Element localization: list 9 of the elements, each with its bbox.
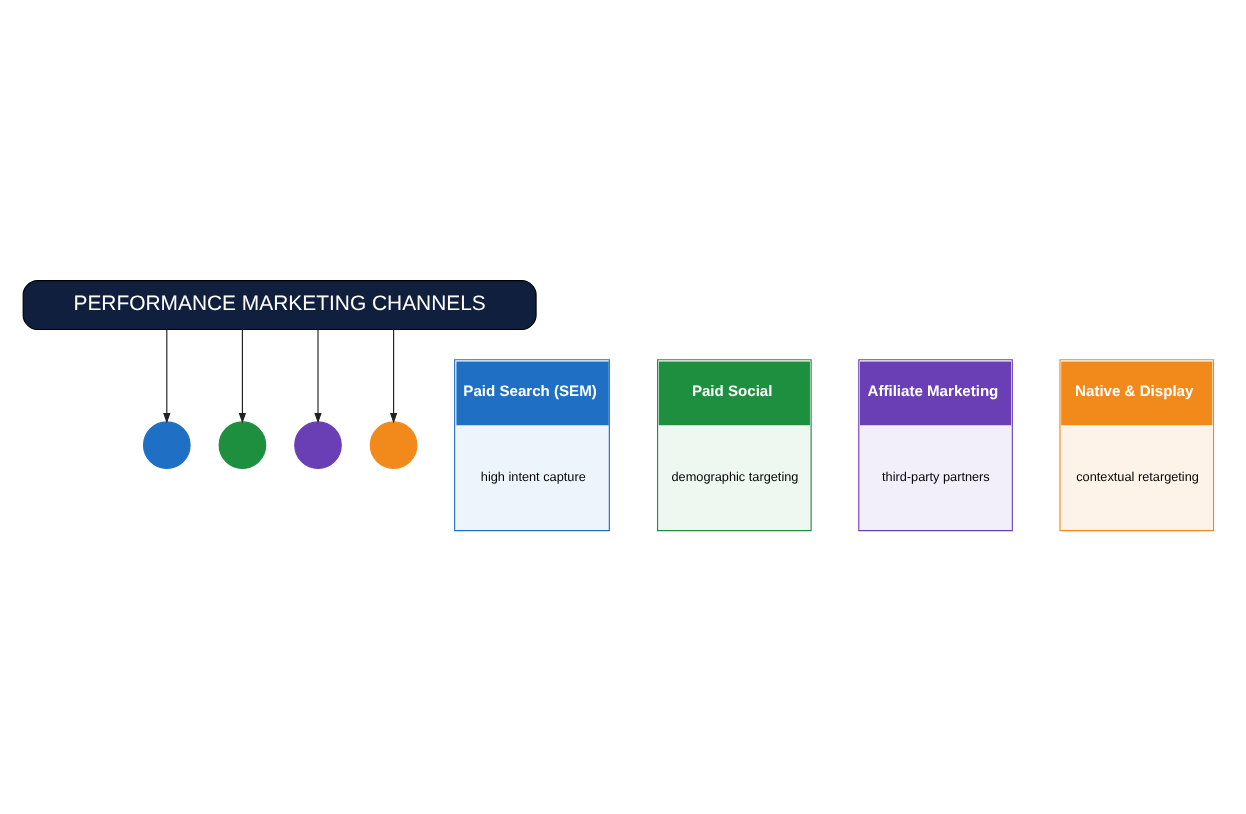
arrow [314,328,322,423]
node-circle [369,420,418,469]
arrow [238,328,247,423]
arrow [389,328,398,423]
node-box: PERFORMANCE MARKETING CHANNELS [22,279,537,330]
node-circle [143,420,191,469]
node-circle [294,420,342,469]
arrow [163,328,171,423]
node-circle [218,420,267,469]
